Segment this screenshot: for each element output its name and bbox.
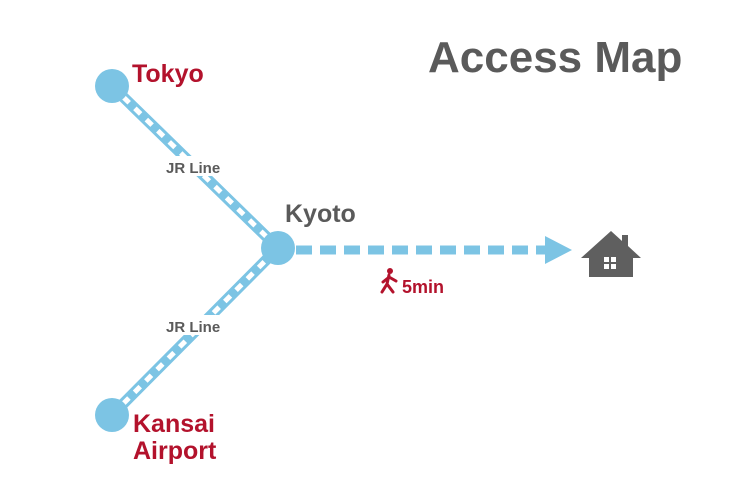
line-label-upper: JR Line	[166, 160, 220, 177]
line-label-lower: JR Line	[166, 319, 220, 336]
station-kyoto-marker	[261, 231, 295, 265]
walking-person-icon	[380, 268, 398, 294]
station-tokyo-label: Tokyo	[132, 60, 204, 88]
station-kyoto-label: Kyoto	[285, 200, 356, 228]
station-kansai-label: Kansai	[133, 410, 215, 438]
station-airport-label: Airport	[133, 437, 217, 465]
station-kansai-marker	[95, 398, 129, 432]
walk-time: 5min	[402, 277, 444, 297]
house-icon	[581, 231, 641, 277]
title: Access Map	[428, 33, 682, 82]
station-tokyo-marker	[95, 69, 129, 103]
arrow-head-icon	[545, 236, 572, 264]
